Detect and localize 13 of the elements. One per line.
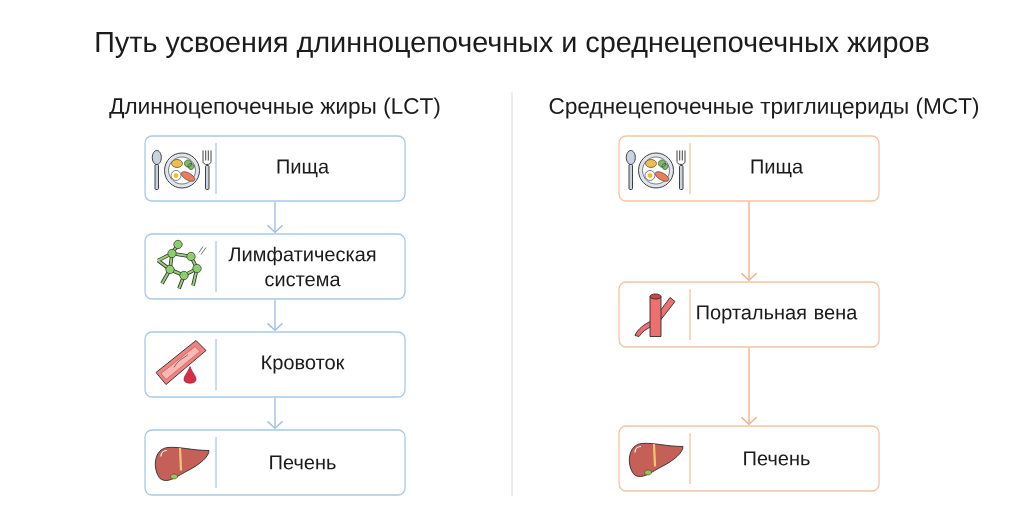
title: Путь усвоения длинноцепочечных и среднецепочечных жиров [96, 32, 929, 58]
arrow [740, 200, 758, 282]
arrow [266, 298, 284, 332]
process-box: Пища [144, 135, 406, 202]
process-box: Лимфатическая система [144, 233, 406, 300]
process-box: Пища [618, 135, 880, 202]
process-box: Печень [618, 425, 880, 492]
process-box: Кровоток [144, 331, 406, 398]
arrow [266, 396, 284, 430]
process-box: Печень [144, 429, 406, 496]
arrow [740, 346, 758, 426]
arrow [266, 200, 284, 234]
process-box: Портальная вена [618, 281, 880, 348]
